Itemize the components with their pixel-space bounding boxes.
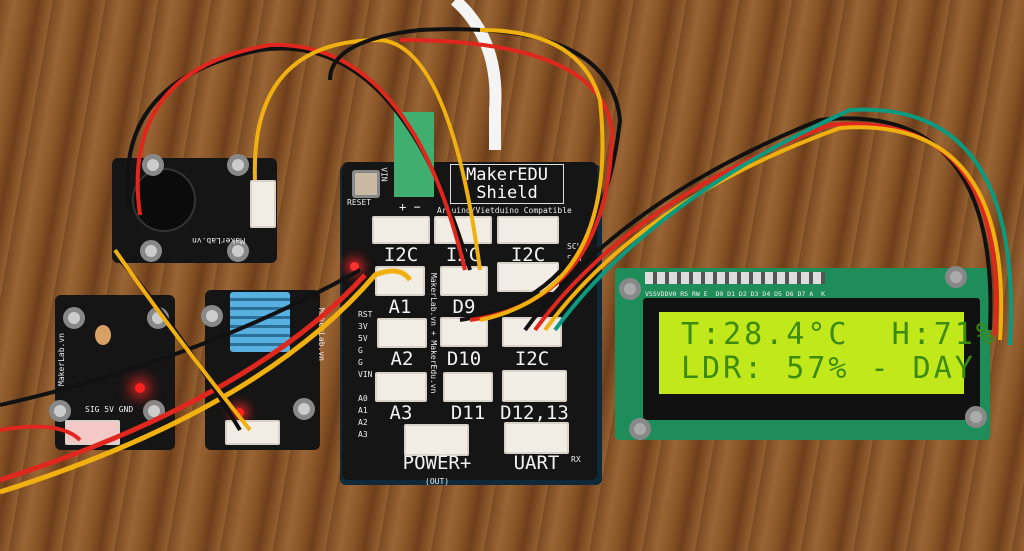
scl-label: SCL: [567, 242, 582, 251]
port-connector: [375, 372, 427, 402]
ldr-module: MakerLab.vn SIG 5V GND: [49, 295, 175, 450]
dht-brand: MakerLab.vn: [316, 308, 326, 361]
pin-label: VIN: [358, 370, 373, 379]
power-led: [235, 408, 244, 417]
shield-subtitle: Arduino/Vietduino Compatible: [437, 206, 572, 215]
pin-label: 3V: [358, 322, 368, 331]
port-connector: [440, 266, 488, 296]
port-connector: [377, 318, 427, 348]
port-label: D10: [446, 348, 482, 370]
lcd-line-1: T:28.4°C H:71%: [681, 317, 997, 352]
port-label: UART: [513, 452, 560, 474]
mounting-hole: [140, 240, 162, 262]
shield-title-line-1: MakerEDU: [466, 165, 548, 185]
port-label: I2C: [445, 244, 481, 266]
dht-sensor: [230, 292, 290, 352]
port-connector: [440, 317, 488, 347]
port-label: I2C: [383, 244, 419, 266]
pin-label: G: [358, 358, 363, 367]
port-connector: [375, 266, 425, 296]
pin-label: A1: [358, 406, 368, 415]
buzzer-connector: [250, 180, 276, 228]
power-out-label: (OUT): [425, 477, 450, 486]
pin-label: A3: [358, 430, 368, 439]
port-label: I2C: [514, 348, 550, 370]
pin-label: G: [358, 346, 363, 355]
terminal-block: [394, 112, 434, 197]
lcd-pin-labels: VSSVDDV0 RS RW E D0 D1 D2 D3 D4 D5 D6 D7…: [645, 290, 826, 298]
vin-label: VIN: [379, 167, 389, 182]
usb-cable: [450, 0, 502, 150]
pin-label: 5V: [358, 334, 368, 343]
shield-title-line-2: Shield: [476, 183, 538, 203]
port-label: D12,13: [500, 402, 569, 424]
sda-label: SDA: [567, 254, 582, 263]
mounting-hole: [619, 278, 641, 300]
buzzer-brand: MakerLab.vn: [192, 236, 245, 245]
dht-module: MakerLab.vn: [201, 290, 326, 450]
lcd-module: VSSVDDV0 RS RW E D0 D1 D2 D3 D4 D5 D6 D7…: [615, 266, 994, 440]
buzzer: [132, 168, 196, 232]
port-connector: [502, 317, 562, 347]
port-label: A3: [389, 402, 413, 424]
mounting-hole: [142, 154, 164, 176]
ldr-pin-labels: SIG 5V GND: [85, 405, 134, 414]
ldr-connector: [65, 420, 120, 445]
port-connector: [443, 372, 493, 402]
pin-label: RST: [358, 310, 373, 319]
mounting-hole: [201, 305, 223, 327]
shield-title: MakerEDU Shield: [450, 164, 564, 204]
pin-label: A0: [358, 394, 368, 403]
mounting-hole: [227, 154, 249, 176]
rx-label: RX: [571, 455, 581, 464]
port-label: A1: [388, 296, 412, 318]
on-led: [350, 262, 359, 271]
port-label: POWER+: [402, 452, 472, 474]
port-connector: [504, 422, 569, 454]
buzzer-module: MakerLab.vn: [112, 154, 277, 263]
terminal-label: + −: [399, 200, 421, 214]
port-label: D11: [450, 402, 486, 424]
mounting-hole: [147, 307, 169, 329]
port-label: D9: [452, 296, 476, 318]
mounting-hole: [945, 266, 967, 288]
mounting-hole: [629, 418, 651, 440]
reset-label: RESET: [347, 198, 372, 207]
makeredu-shield: RESET VIN + − MakerEDU Shield Arduino/Vi…: [342, 112, 597, 486]
shield-side-text: MakerLab.vn + MakerEdu.vn: [429, 273, 438, 394]
ldr-brand: MakerLab.vn: [56, 333, 66, 386]
mounting-hole: [63, 307, 85, 329]
dht-connector: [225, 420, 280, 445]
port-connector: [502, 370, 567, 402]
port-connector: [497, 216, 559, 244]
port-connector: [434, 216, 492, 244]
port-label: A2: [390, 348, 414, 370]
mounting-hole: [293, 398, 315, 420]
mounting-hole: [965, 406, 987, 428]
lcd-line-2: LDR: 57% - DAY: [681, 351, 976, 386]
port-connector: [404, 424, 469, 456]
photoresistor: [95, 325, 111, 345]
mounting-hole: [49, 400, 71, 422]
reset-button[interactable]: [352, 170, 380, 198]
mounting-hole: [143, 400, 165, 422]
lcd-pin-header: [645, 272, 825, 284]
port-connector: [497, 262, 559, 292]
power-led: [135, 383, 145, 393]
lcd-screen: T:28.4°C H:71% LDR: 57% - DAY: [659, 312, 994, 394]
port-connector: [372, 216, 430, 244]
pin-label: A2: [358, 418, 368, 427]
